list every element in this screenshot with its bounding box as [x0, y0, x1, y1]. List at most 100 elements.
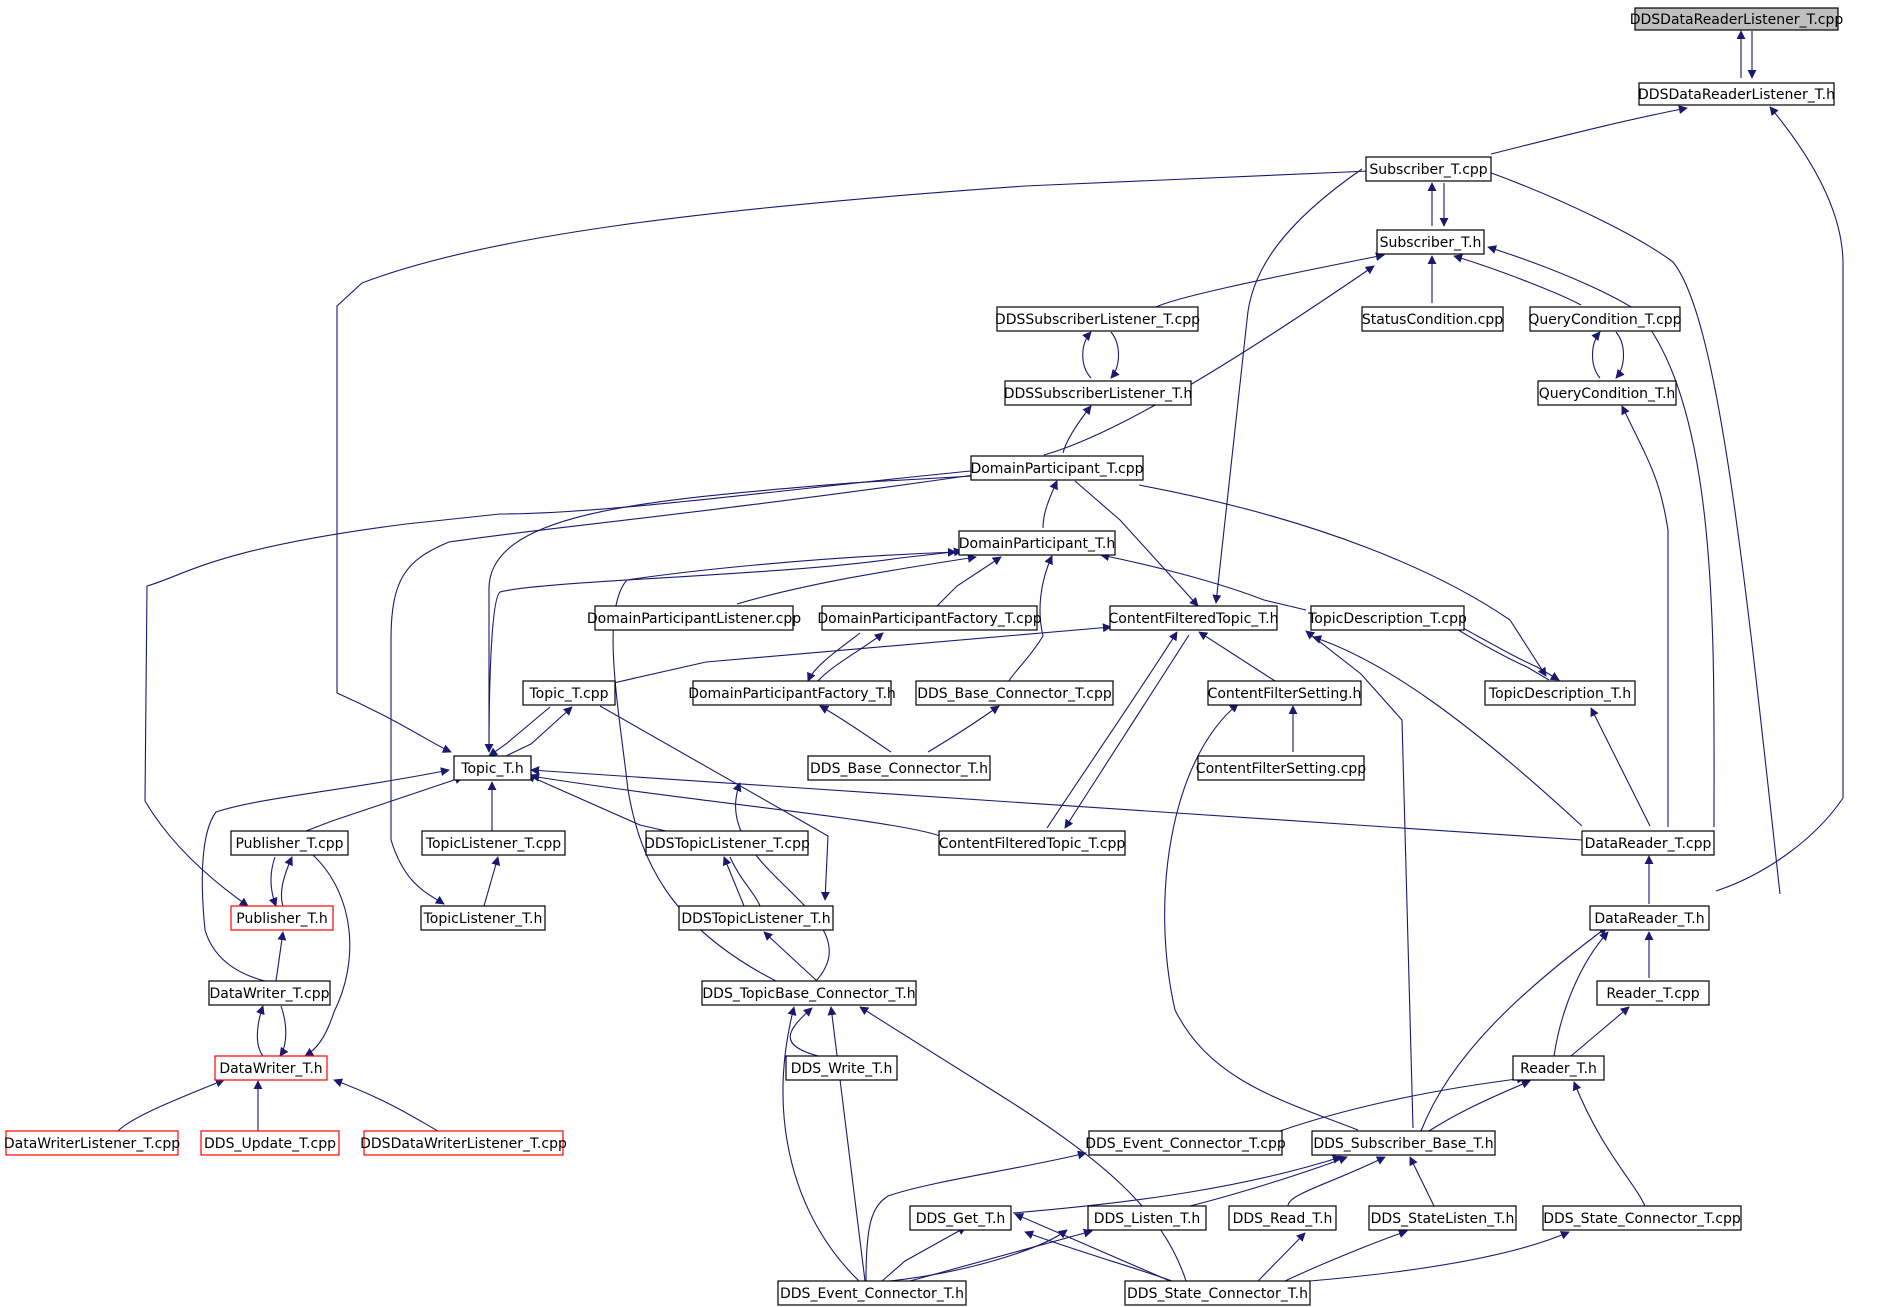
dependency-edge [1287, 1156, 1386, 1207]
graph-node-querycond-cpp[interactable]: QueryCondition_T.cpp [1528, 306, 1682, 332]
graph-node-dpl-cpp[interactable]: DomainParticipantListener.cpp [587, 605, 801, 631]
node-box [1512, 1055, 1605, 1081]
dependency-edge [763, 931, 818, 982]
graph-node-dr-h[interactable]: DataReader_T.h [1589, 905, 1710, 931]
graph-node-cft-h[interactable]: ContentFilteredTopic_T.h [1109, 605, 1279, 631]
graph-node-ddssubl-cpp[interactable]: DDSSubscriberListener_T.cpp [995, 306, 1200, 332]
graph-node-ddsdrl-h[interactable]: DDSDataReaderListener_T.h [1638, 82, 1835, 106]
dependency-edge [1312, 635, 1583, 827]
node-label: DataWriter_T.cpp [210, 986, 330, 1002]
node-box [701, 980, 917, 1006]
graph-node-dr-cpp[interactable]: DataReader_T.cpp [1581, 830, 1715, 856]
dependency-edge [732, 782, 830, 982]
node-label: DDSTopicListener_T.cpp [644, 836, 810, 852]
graph-node-reader-cpp[interactable]: Reader_T.cpp [1596, 980, 1710, 1006]
node-label: TopicDescription_T.cpp [1307, 611, 1467, 627]
dependency-edge [488, 706, 551, 757]
dependency-edge [201, 767, 450, 982]
graph-node-ddswrite-h[interactable]: DDS_Write_T.h [785, 1055, 898, 1081]
graph-node-dpf-cpp[interactable]: DomainParticipantFactory_T.cpp [817, 605, 1042, 631]
dependency-edge [1064, 634, 1190, 829]
graph-node-ddsec-cpp[interactable]: DDS_Event_Connector_T.cpp [1085, 1130, 1286, 1156]
graph-node-topicdesc-h[interactable]: TopicDescription_T.h [1484, 680, 1636, 706]
node-box [1537, 380, 1677, 406]
node-label: DDS_Listen_T.h [1094, 1211, 1201, 1227]
graph-node-ddsstatel-h[interactable]: DDS_StateListen_T.h [1368, 1205, 1517, 1231]
dependency-edge [305, 775, 464, 832]
graph-node-ddsdrl-cpp[interactable]: DDSDataReaderListener_T.cpp [1630, 7, 1844, 31]
node-box [421, 830, 566, 856]
node-label: Publisher_T.cpp [235, 836, 343, 852]
graph-node-topicl-cpp[interactable]: TopicListener_T.cpp [421, 830, 566, 856]
node-label: DDSSubscriberListener_T.cpp [995, 312, 1200, 328]
graph-node-sub-h[interactable]: Subscriber_T.h [1376, 229, 1485, 255]
graph-node-ddsget-h[interactable]: DDS_Get_T.h [909, 1205, 1012, 1231]
graph-node-topic-h[interactable]: Topic_T.h [453, 755, 532, 781]
graph-node-ddslisten-h[interactable]: DDS_Listen_T.h [1087, 1205, 1207, 1231]
graph-node-dwl-cpp[interactable]: DataWriterListener_T.cpp [4, 1130, 180, 1156]
graph-node-ddsec-h[interactable]: DDS_Event_Connector_T.h [777, 1280, 967, 1306]
node-box [1589, 905, 1710, 931]
graph-node-dw-cpp[interactable]: DataWriter_T.cpp [208, 980, 331, 1006]
graph-node-ddssc-h[interactable]: DDS_State_Connector_T.h [1124, 1280, 1311, 1306]
node-label: TopicDescription_T.h [1488, 686, 1631, 702]
dependency-edge [827, 1006, 866, 1282]
graph-node-ddstopl-h[interactable]: DDSTopicListener_T.h [678, 905, 834, 931]
graph-node-cft-cpp[interactable]: ContentFilteredTopic_T.cpp [938, 830, 1126, 856]
node-box [5, 1130, 179, 1156]
graph-node-statuscond-cpp[interactable]: StatusCondition.cpp [1361, 306, 1504, 332]
node-box [807, 755, 991, 781]
node-box [200, 1130, 340, 1156]
node-label: TopicListener_T.cpp [425, 836, 561, 852]
graph-node-reader-h[interactable]: Reader_T.h [1512, 1055, 1605, 1081]
graph-node-ddssb-h[interactable]: DDS_Subscriber_Base_T.h [1311, 1130, 1496, 1156]
node-box [214, 1055, 328, 1081]
graph-node-ddssc-cpp[interactable]: DDS_State_Connector_T.cpp [1542, 1205, 1742, 1231]
dependency-edge [1074, 480, 1199, 607]
graph-node-topic-cpp[interactable]: Topic_T.cpp [522, 680, 616, 706]
node-box [1197, 755, 1365, 781]
dependency-edge [1453, 254, 1582, 306]
node-box [1088, 1130, 1283, 1156]
dependency-edge [280, 856, 293, 907]
dependency-edge [1012, 1155, 1342, 1214]
dependency-edge [304, 854, 351, 1057]
node-box [1004, 380, 1192, 406]
graph-node-sub-cpp[interactable]: Subscriber_T.cpp [1365, 156, 1492, 182]
node-box [1529, 306, 1681, 332]
graph-node-ddstbc-h[interactable]: DDS_TopicBase_Connector_T.h [701, 980, 917, 1006]
graph-node-cfs-h[interactable]: ContentFilterSetting.h [1207, 680, 1362, 706]
graph-node-topicl-h[interactable]: TopicListener_T.h [420, 905, 546, 931]
graph-node-ddsupdate-cpp[interactable]: DDS_Update_T.cpp [200, 1130, 340, 1156]
graph-node-ddsread-h[interactable]: DDS_Read_T.h [1228, 1205, 1337, 1231]
graph-node-dp-cpp[interactable]: DomainParticipant_T.cpp [970, 455, 1144, 481]
dependency-edge [275, 931, 287, 982]
graph-node-ddsbc-h[interactable]: DDS_Base_Connector_T.h [807, 755, 991, 781]
node-label: ContentFilteredTopic_T.cpp [939, 836, 1126, 852]
node-label: Subscriber_T.h [1380, 235, 1482, 251]
graph-node-dpf-h[interactable]: DomainParticipantFactory_T.h [688, 680, 896, 706]
node-label: ContentFilterSetting.h [1208, 686, 1362, 702]
dependency-edge [1590, 707, 1651, 827]
node-box [230, 905, 334, 931]
graph-node-dp-h[interactable]: DomainParticipant_T.h [958, 530, 1116, 556]
graph-node-pub-cpp[interactable]: Publisher_T.cpp [230, 830, 349, 856]
dependency-edge [889, 1229, 1068, 1282]
node-box [1361, 306, 1504, 332]
node-box [1365, 156, 1492, 182]
graph-node-cfs-cpp[interactable]: ContentFilterSetting.cpp [1196, 755, 1367, 781]
graph-node-topicdesc-cpp[interactable]: TopicDescription_T.cpp [1307, 605, 1467, 631]
node-box [1087, 1205, 1207, 1231]
node-box [1368, 1205, 1517, 1231]
graph-node-ddsdwl-cpp[interactable]: DDSDataWriterListener_T.cpp [360, 1130, 567, 1156]
node-box [996, 306, 1199, 332]
node-label: DataReader_T.cpp [1585, 836, 1712, 852]
graph-node-dw-h[interactable]: DataWriter_T.h [214, 1055, 328, 1081]
graph-node-querycond-h[interactable]: QueryCondition_T.h [1537, 380, 1677, 406]
graph-node-ddstopl-cpp[interactable]: DDSTopicListener_T.cpp [644, 830, 810, 856]
dependency-edge [1715, 106, 1844, 892]
node-label: Reader_T.cpp [1606, 986, 1699, 1002]
graph-node-pub-h[interactable]: Publisher_T.h [230, 905, 334, 931]
graph-node-ddssubl-h[interactable]: DDSSubscriberListener_T.h [1004, 380, 1193, 406]
graph-node-ddsbc-cpp[interactable]: DDS_Base_Connector_T.cpp [915, 680, 1114, 706]
